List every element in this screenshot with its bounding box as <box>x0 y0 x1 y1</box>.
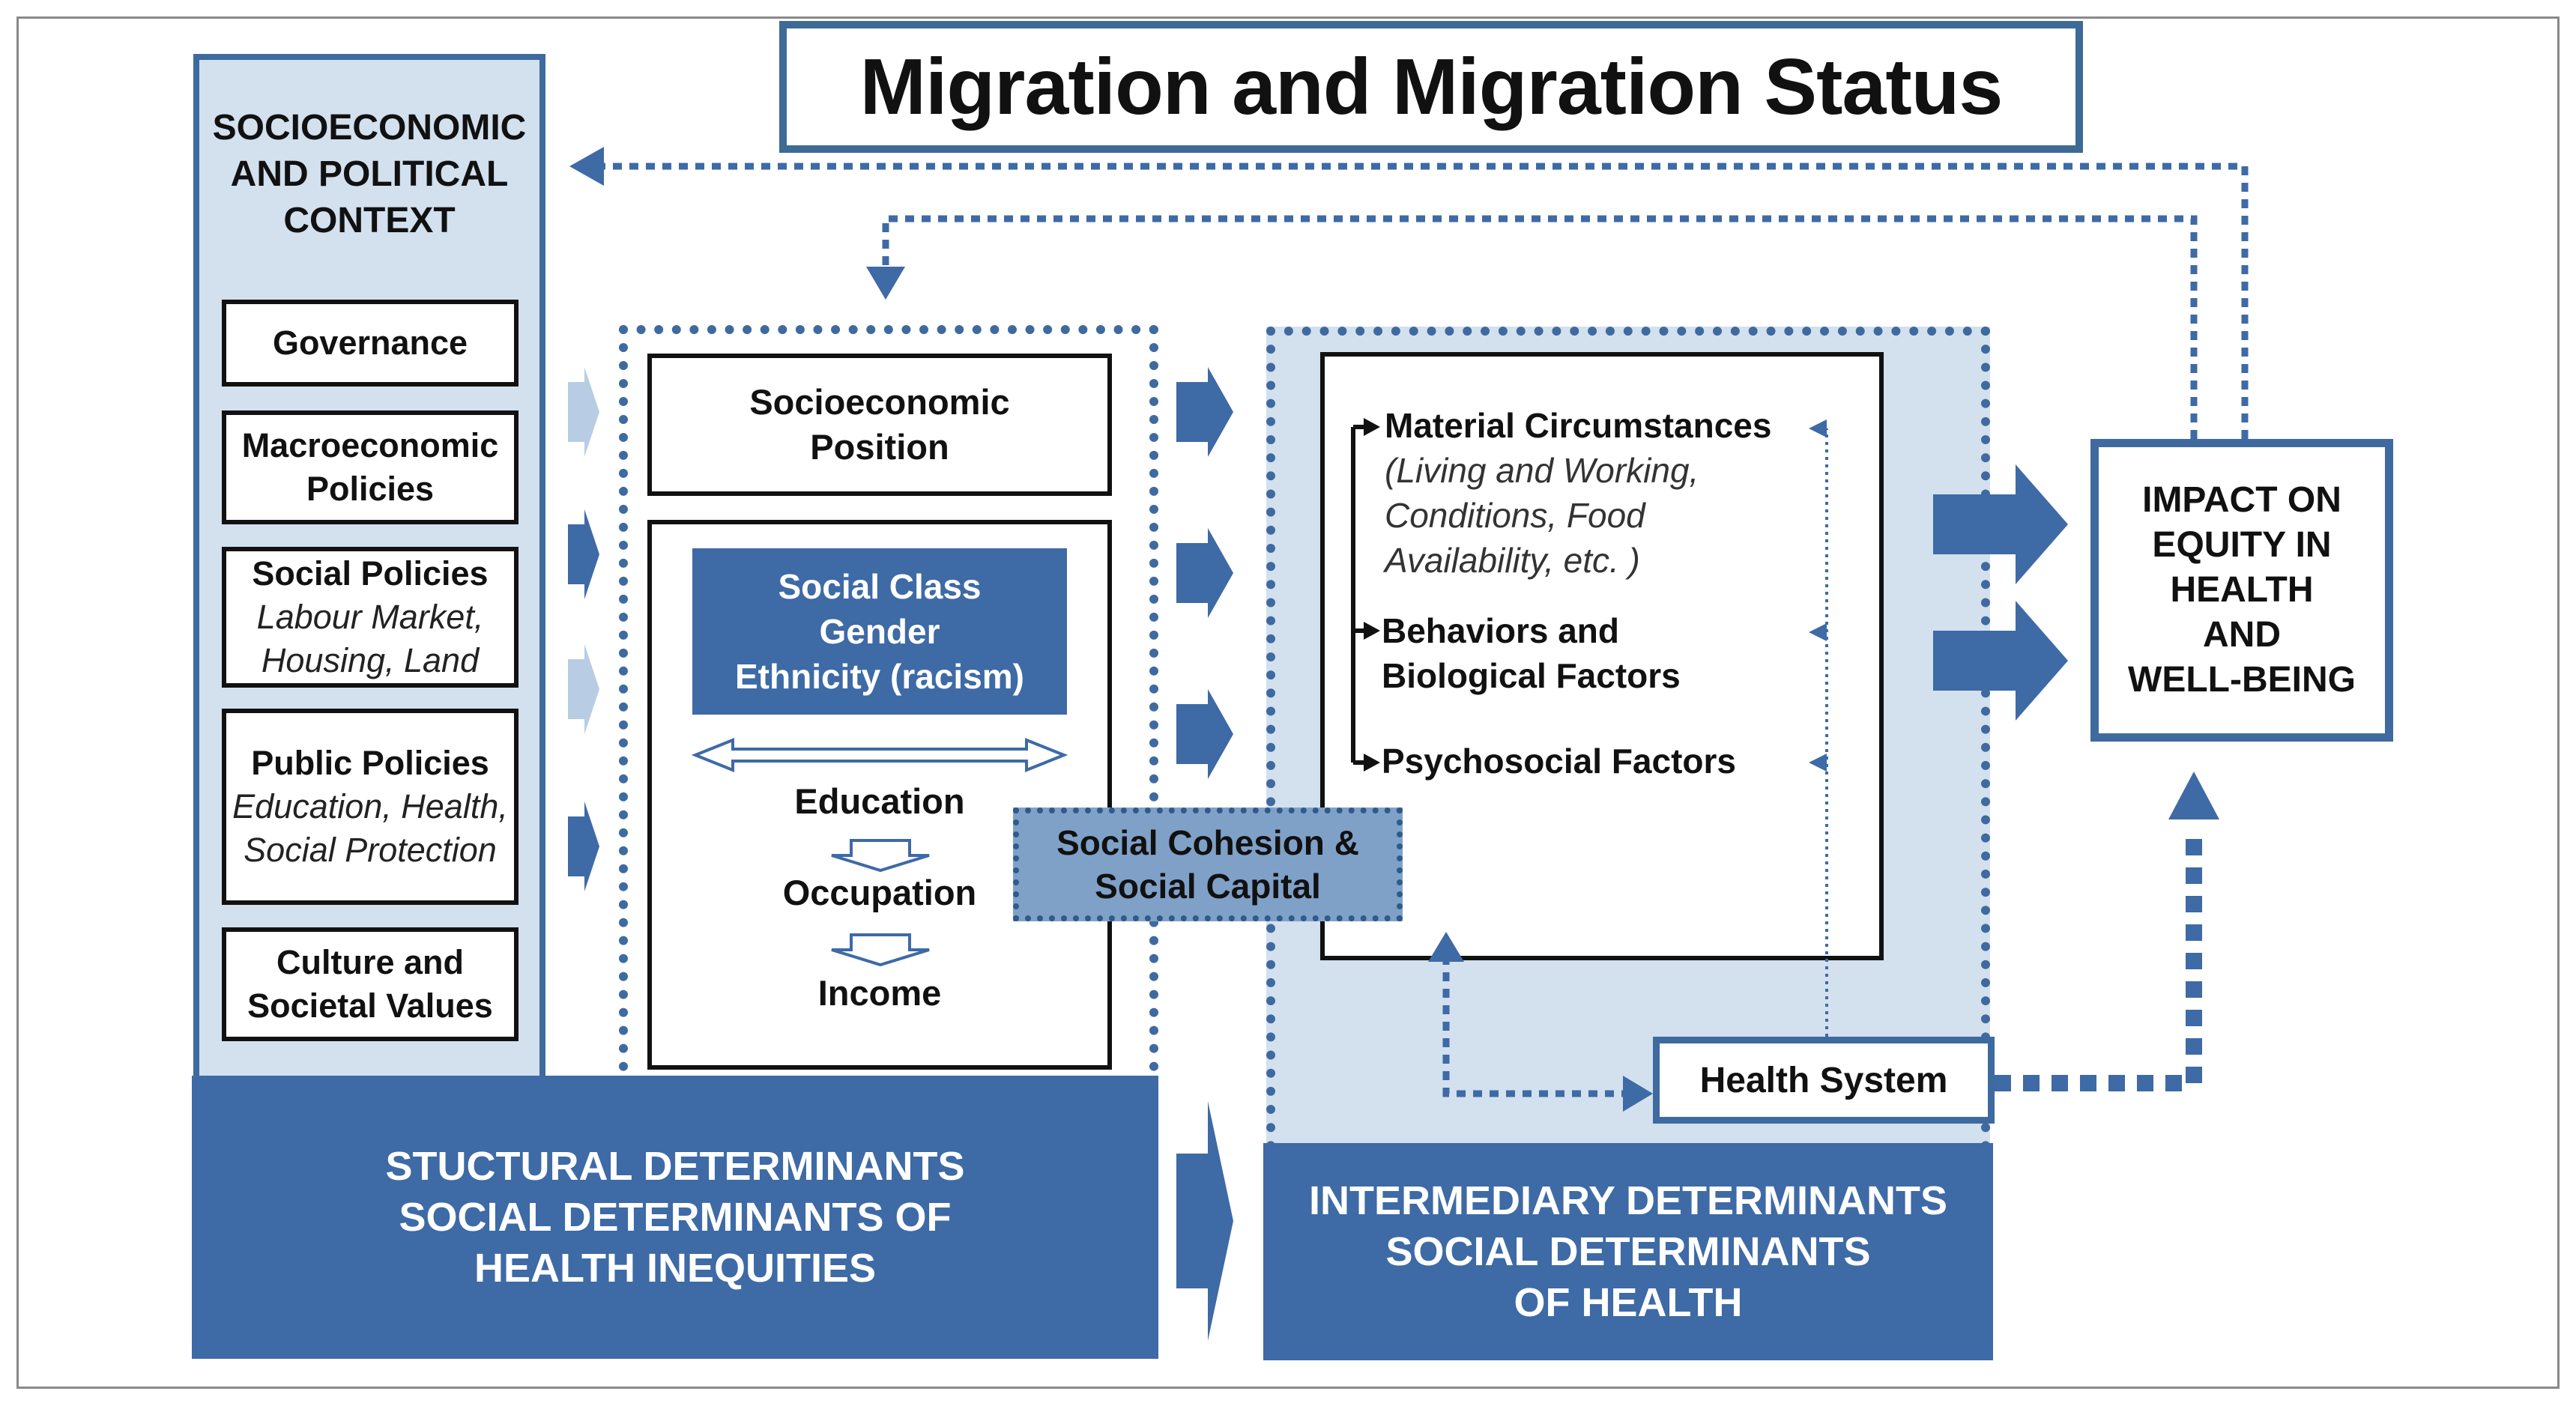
policy-label: Public Policies <box>251 744 489 782</box>
health-system-impact-link <box>1995 772 2219 1091</box>
material-detail: (Living and Working, <box>1385 451 1699 490</box>
socioeconomic-position-box: Socioeconomic Position <box>647 354 1112 496</box>
intermediary-determinants-banner: INTERMEDIARY DETERMINANTS SOCIAL DETERMI… <box>1263 1143 1993 1360</box>
sep-line: Socioeconomic <box>749 382 1010 422</box>
cohesion-line: Social Cohesion & <box>1056 823 1359 862</box>
policy-label: Policies <box>306 470 435 508</box>
banner-line: INTERMEDIARY DETERMINANTS <box>1308 1178 1948 1223</box>
material-title: Material Circumstances <box>1385 406 1772 445</box>
policy-label: Societal Values <box>247 987 493 1025</box>
material-detail: Conditions, Food <box>1385 496 1645 535</box>
social-class-line: Gender <box>819 612 940 651</box>
impact-line: EQUITY IN <box>2152 525 2332 565</box>
impact-line: WELL-BEING <box>2128 660 2356 700</box>
structural-intermediary-arrows <box>1176 367 1233 1341</box>
policy-social: Social Policies Labour Market, Housing, … <box>222 547 518 688</box>
health-system-feedback-line <box>1809 419 1828 1037</box>
banner-line: HEALTH INEQUITIES <box>474 1246 877 1291</box>
policy-label: Social Policies <box>252 554 489 593</box>
material-circumstances: Material Circumstances (Living and Worki… <box>1385 403 1864 583</box>
social-class-line: Ethnicity (racism) <box>735 657 1024 696</box>
context-title-line: SOCIOECONOMIC <box>212 108 527 148</box>
behaviors-line: Behaviors and <box>1382 611 1619 650</box>
policy-macroeconomic: Macroeconomic Policies <box>222 410 518 524</box>
policy-detail: Housing, Land <box>261 641 480 679</box>
occupation-label: Occupation <box>782 873 977 912</box>
social-cohesion-box: Social Cohesion & Social Capital <box>1013 807 1403 921</box>
factors-bracket <box>1351 418 1380 772</box>
behaviors-biological: Behaviors and Biological Factors <box>1382 608 1861 698</box>
policy-label: Governance <box>272 324 468 362</box>
policy-governance: Governance <box>222 300 518 387</box>
psychosocial-factors: Psychosocial Factors <box>1382 739 1861 784</box>
health-system-factors-link <box>1428 932 1653 1112</box>
policy-detail: Labour Market, <box>256 598 484 636</box>
banner-line: SOCIAL DETERMINANTS <box>1385 1229 1871 1274</box>
intermediary-factors-box <box>1320 352 1884 960</box>
social-class-line: Social Class <box>778 567 982 606</box>
context-structural-arrows <box>568 367 599 891</box>
education-label: Education <box>794 781 965 821</box>
context-title-line: CONTEXT <box>283 201 456 240</box>
policy-detail: Education, Health, <box>232 787 508 825</box>
feedback-arrow-inner <box>866 215 2198 439</box>
down-arrow-occupation-income <box>831 933 930 967</box>
bidirectional-arrow <box>691 738 1068 772</box>
down-arrow-education-occupation <box>831 839 930 873</box>
income-label: Income <box>817 973 942 1013</box>
policy-detail: Social Protection <box>244 831 497 869</box>
feedback-arrow-outer <box>569 147 2249 439</box>
figure-frame <box>16 16 2560 1389</box>
context-title-line: AND POLITICAL <box>230 154 509 194</box>
intermediary-impact-arrows <box>1933 464 2068 721</box>
impact-line: HEALTH <box>2170 570 2314 610</box>
policy-public: Public Policies Education, Health, Socia… <box>222 709 518 905</box>
cohesion-line: Social Capital <box>1095 867 1321 906</box>
context-title: SOCIOECONOMIC AND POLITICAL CONTEXT <box>202 105 536 244</box>
behaviors-line: Biological Factors <box>1382 656 1681 695</box>
psychosocial-line: Psychosocial Factors <box>1382 742 1736 781</box>
banner-line: OF HEALTH <box>1514 1280 1743 1325</box>
impact-box: IMPACT ON EQUITY IN HEALTH AND WELL-BEIN… <box>2090 439 2393 742</box>
policy-culture: Culture and Societal Values <box>222 927 518 1041</box>
policy-label: Macroeconomic <box>241 426 499 464</box>
sep-line: Position <box>810 427 949 467</box>
structural-dotted-region <box>619 325 1158 1089</box>
health-system-box: Health System <box>1653 1037 1995 1124</box>
structural-determinants-banner: STUCTURAL DETERMINANTS SOCIAL DETERMINAN… <box>192 1076 1158 1359</box>
policy-label: Culture and <box>276 943 464 981</box>
material-detail: Availability, etc. ) <box>1385 541 1640 580</box>
impact-line: AND <box>2203 615 2281 655</box>
page-title: Migration and Migration Status <box>779 21 2083 153</box>
social-class-block: Social Class Gender Ethnicity (racism) <box>692 548 1067 715</box>
banner-line: STUCTURAL DETERMINANTS <box>385 1144 965 1189</box>
impact-line: IMPACT ON <box>2142 480 2341 520</box>
banner-line: SOCIAL DETERMINANTS OF <box>399 1195 952 1240</box>
